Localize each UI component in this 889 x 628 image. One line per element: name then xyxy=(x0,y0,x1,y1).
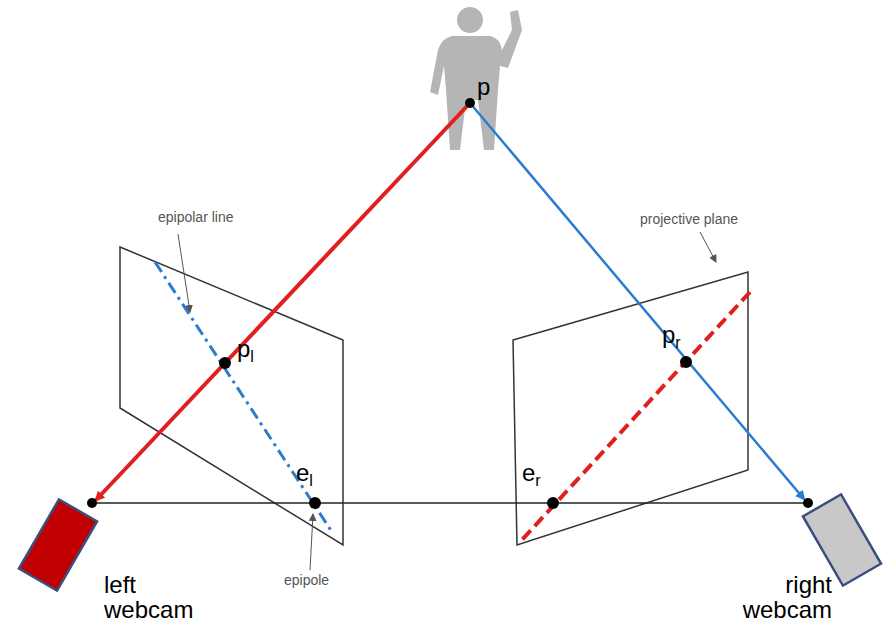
left-projective-plane xyxy=(120,247,343,545)
point-label: el xyxy=(296,460,313,490)
points xyxy=(87,98,813,509)
right-epipolar-line xyxy=(520,292,750,542)
camera-label: right webcam xyxy=(742,572,832,622)
right-projective-plane xyxy=(513,272,748,545)
right-ray xyxy=(470,103,804,499)
leader-line xyxy=(310,514,313,570)
leader-line xyxy=(700,232,716,262)
baseline xyxy=(92,502,808,504)
callout-text: epipolar line xyxy=(158,210,234,225)
left-epipolar-line xyxy=(155,262,332,532)
left-ray xyxy=(96,103,470,500)
point-label: pl xyxy=(237,336,254,366)
left-webcam-body xyxy=(19,499,97,590)
leader-line xyxy=(178,234,190,312)
point-label: p xyxy=(477,74,490,99)
point-label: pr xyxy=(662,322,681,352)
camera-label: left webcam xyxy=(104,572,194,622)
point-label: er xyxy=(522,460,541,490)
callout-text: projective plane xyxy=(640,212,738,227)
callout-text: epipole xyxy=(284,573,329,588)
